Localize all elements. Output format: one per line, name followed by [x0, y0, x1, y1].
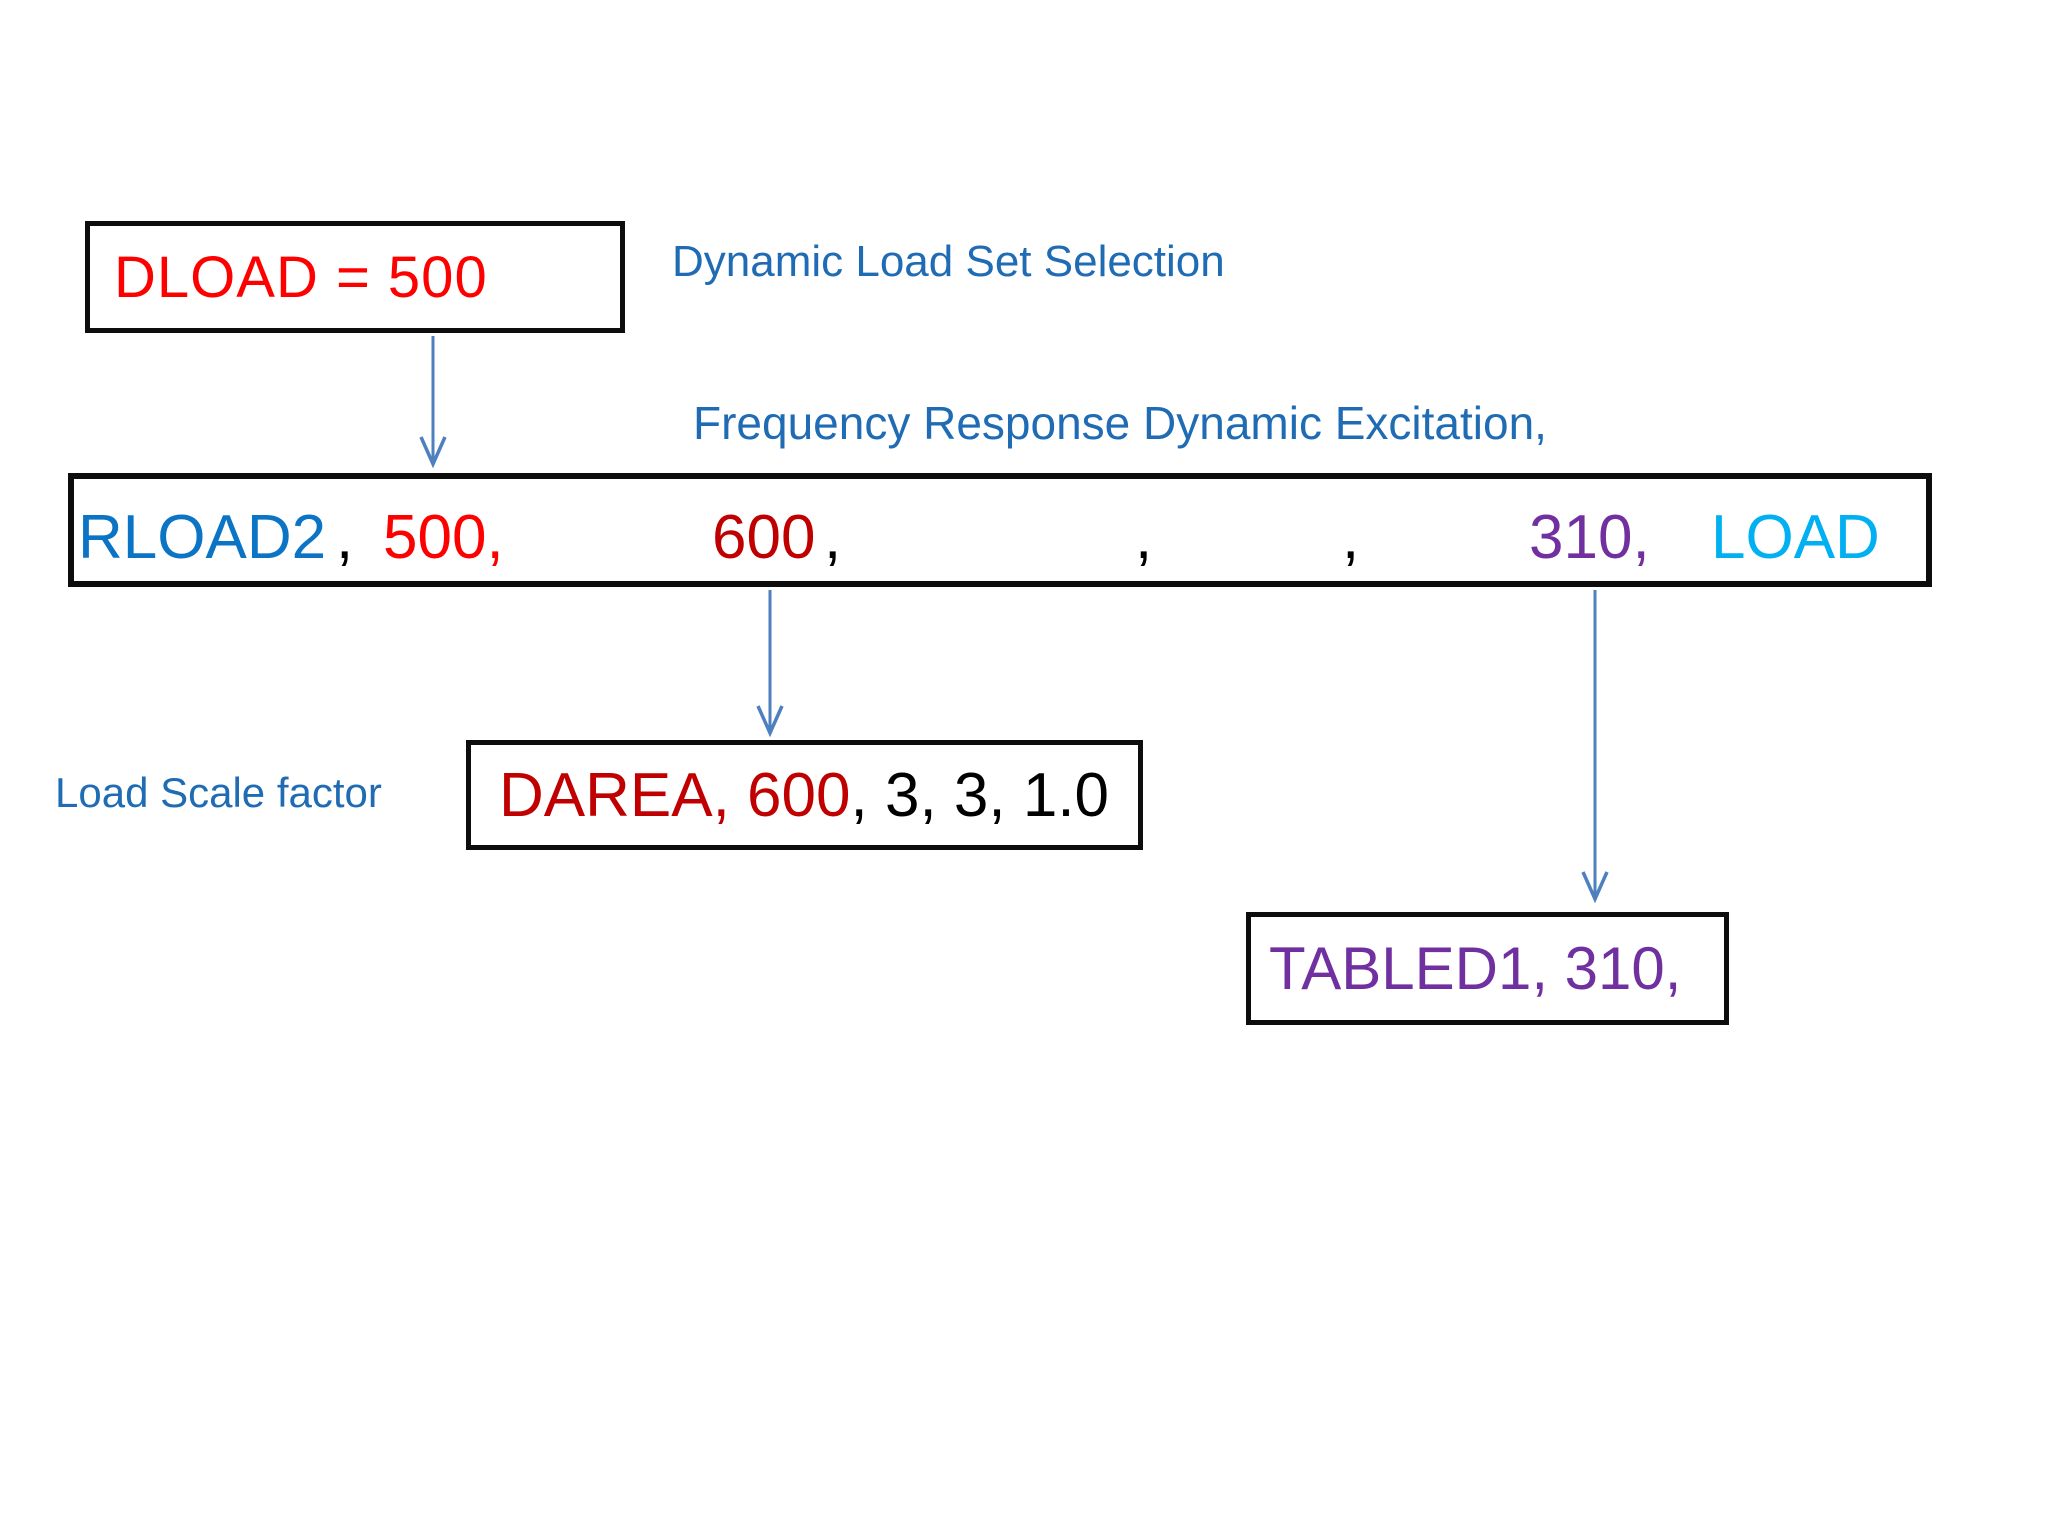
dload-text: DLOAD = 500 — [114, 244, 488, 310]
darea-values: , 3, 3, 1.0 — [850, 760, 1110, 830]
tabled1-box: TABLED1, 310, — [1246, 912, 1729, 1025]
arrow-down-rload2-to-darea-icon — [756, 590, 784, 737]
rload2-field-comma-4: , — [1342, 503, 1360, 572]
rload2-field-darea-600: 600 — [712, 503, 816, 572]
dload-box: DLOAD = 500 — [85, 221, 625, 333]
tabled1-text: TABLED1, 310, — [1269, 935, 1682, 1002]
rload2-field-comma-2: , — [824, 503, 842, 572]
darea-keyword-and-id: DAREA, 600 — [499, 760, 851, 830]
rload2-box: RLOAD2 , 500, 600 , , , 310, LOAD — [68, 473, 1932, 587]
rload2-field-sid-500: 500, — [383, 503, 504, 572]
arrow-down-rload2-to-tabled1-icon — [1581, 590, 1609, 903]
rload2-field-comma-1: , — [336, 503, 354, 572]
rload2-field-keyword: RLOAD2 — [78, 503, 327, 572]
rload2-field-comma-3: , — [1135, 503, 1153, 572]
load-scale-factor-label: Load Scale factor — [55, 769, 382, 816]
frequency-response-label: Frequency Response Dynamic Excitation, — [693, 397, 1547, 449]
dynamic-load-set-selection-label: Dynamic Load Set Selection — [672, 237, 1225, 286]
arrow-down-dload-to-rload2-icon — [419, 336, 447, 468]
darea-box: DAREA, 600, 3, 3, 1.0 — [466, 740, 1143, 850]
rload2-field-table-310: 310, — [1529, 503, 1650, 572]
rload2-field-type-load: LOAD — [1711, 503, 1880, 572]
